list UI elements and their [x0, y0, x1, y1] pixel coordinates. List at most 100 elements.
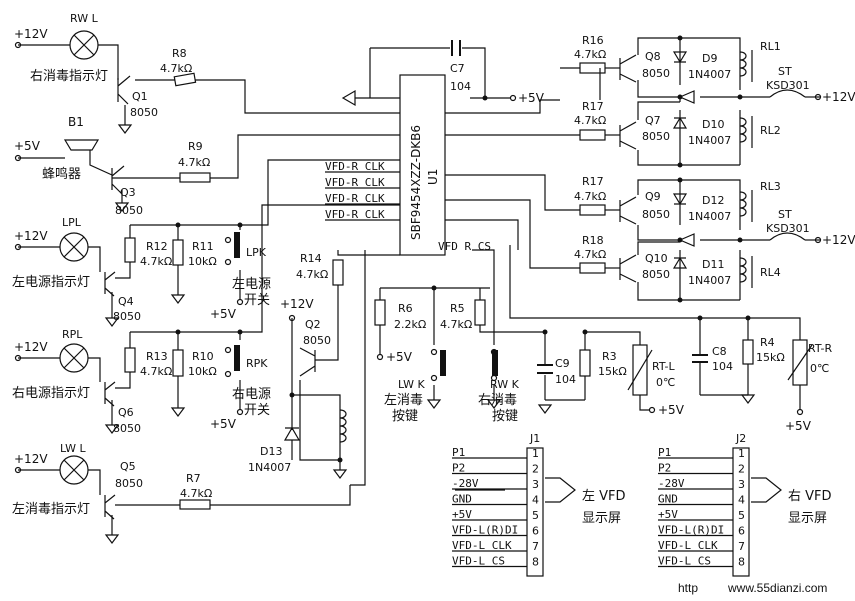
- svg-text:LW L: LW L: [60, 442, 86, 455]
- svg-text:0℃: 0℃: [810, 362, 829, 375]
- svg-text:ST: ST: [778, 208, 792, 221]
- svg-text:8050: 8050: [115, 477, 143, 490]
- svg-text:RW L: RW L: [70, 12, 99, 25]
- svg-text:http: http: [678, 581, 698, 595]
- pin-number: 7: [738, 540, 745, 553]
- svg-text:右消毒指示灯: 右消毒指示灯: [30, 69, 108, 84]
- svg-text:左电源指示灯: 左电源指示灯: [12, 275, 90, 290]
- capacitor-c7: C7 104: [450, 40, 471, 93]
- supply-label: +5V: [210, 307, 237, 321]
- svg-text:4.7kΩ: 4.7kΩ: [574, 48, 606, 61]
- svg-text:LW K: LW K: [398, 378, 425, 391]
- buzzer-b1: B1 蜂鸣器: [42, 115, 100, 182]
- pin-number: 6: [738, 525, 745, 538]
- lamp-rw: RW L 右消毒指示灯: [30, 12, 108, 84]
- ic-pin-label: VFD-R CLK: [325, 208, 385, 221]
- wiring: [18, 37, 820, 535]
- svg-text:Q9: Q9: [645, 190, 661, 203]
- pin-number: 4: [738, 494, 745, 507]
- svg-text:C8: C8: [712, 345, 727, 358]
- capacitor-symbols: [537, 354, 708, 374]
- svg-text:左消毒: 左消毒: [384, 393, 423, 408]
- svg-text:D13: D13: [260, 445, 282, 458]
- svg-text:8050: 8050: [115, 204, 143, 217]
- svg-text:显示屏: 显示屏: [582, 511, 621, 526]
- supply-terminals: +12V +5V +12V +12V +12V +5V +12V +12V +5…: [14, 27, 855, 474]
- svg-text:J1: J1: [529, 432, 540, 445]
- svg-text:R10: R10: [192, 350, 214, 363]
- switch-labels: LPK 左电源 开关 RPK 右电源 开关 LW K 左消毒 按键 RW K 右…: [232, 246, 520, 424]
- supply-label: +5V: [658, 403, 685, 417]
- svg-text:右电源: 右电源: [232, 387, 271, 402]
- svg-text:15kΩ: 15kΩ: [598, 365, 627, 378]
- thermistor-labels: RT-L 0℃ RT-R 0℃: [652, 342, 833, 389]
- svg-text:RW K: RW K: [490, 378, 520, 391]
- svg-text:R17: R17: [582, 175, 604, 188]
- diode-labels: D13 1N4007 D9 1N4007 D10 1N4007 D12 1N40…: [248, 52, 731, 474]
- svg-text:4.7kΩ: 4.7kΩ: [178, 156, 210, 169]
- svg-text:按键: 按键: [392, 409, 418, 424]
- pin-number: 5: [532, 509, 539, 522]
- svg-text:R17: R17: [582, 100, 604, 113]
- svg-text:RL2: RL2: [760, 124, 781, 137]
- pin-number: 3: [532, 478, 539, 491]
- pin-label: P2: [658, 462, 671, 475]
- ic-pin-label: VFD-R CLK: [325, 160, 385, 173]
- pin-label: +5V: [658, 508, 678, 521]
- svg-text:B1: B1: [68, 115, 84, 129]
- supply-label: +5V: [386, 350, 413, 364]
- svg-text:Q2: Q2: [305, 318, 321, 331]
- svg-text:4.7kΩ: 4.7kΩ: [574, 190, 606, 203]
- svg-text:Q7: Q7: [645, 114, 661, 127]
- cap-labels: C9 104 C8 104: [555, 345, 733, 386]
- svg-text:Q10: Q10: [645, 252, 668, 265]
- svg-text:R11: R11: [192, 240, 214, 253]
- svg-text:RT-R: RT-R: [808, 342, 833, 355]
- svg-text:RPK: RPK: [246, 357, 268, 370]
- svg-text:D11: D11: [702, 258, 724, 271]
- pin-number: 1: [738, 447, 745, 460]
- svg-text:按键: 按键: [492, 409, 518, 424]
- svg-text:4.7kΩ: 4.7kΩ: [574, 114, 606, 127]
- svg-text:ST: ST: [778, 65, 792, 78]
- svg-text:RL1: RL1: [760, 40, 781, 53]
- svg-text:LPK: LPK: [246, 246, 267, 259]
- lamp-lpl: LPL 左电源指示灯: [12, 216, 90, 290]
- pin-label: VFD-L CS: [658, 555, 711, 568]
- supply-label: +12V: [280, 297, 314, 311]
- svg-text:右消毒: 右消毒: [478, 393, 517, 408]
- thermistor-symbols: [627, 339, 813, 396]
- svg-text:104: 104: [450, 80, 471, 93]
- svg-text:8050: 8050: [642, 208, 670, 221]
- svg-text:LPL: LPL: [62, 216, 82, 229]
- pin-number: 3: [738, 478, 745, 491]
- svg-text:右电源指示灯: 右电源指示灯: [12, 386, 90, 401]
- svg-text:1N4007: 1N4007: [688, 134, 731, 147]
- pin-label: VFD-L CLK: [452, 539, 512, 552]
- watermark: http www.55dianzi.com: [678, 581, 827, 595]
- svg-text:R12: R12: [146, 240, 168, 253]
- resistor-bodies: [124, 62, 754, 510]
- svg-text:10kΩ: 10kΩ: [188, 365, 217, 378]
- svg-text:8050: 8050: [642, 130, 670, 143]
- svg-text:右 VFD: 右 VFD: [788, 489, 832, 504]
- svg-text:Q5: Q5: [120, 460, 136, 473]
- svg-text:4.7kΩ: 4.7kΩ: [440, 318, 472, 331]
- pin-number: 4: [532, 494, 539, 507]
- svg-text:RPL: RPL: [62, 328, 83, 341]
- svg-text:Q4: Q4: [118, 295, 134, 308]
- svg-text:开关: 开关: [244, 293, 270, 308]
- relay-coils: [339, 50, 806, 443]
- svg-text:1N4007: 1N4007: [688, 274, 731, 287]
- svg-text:0℃: 0℃: [656, 376, 675, 389]
- svg-text:8050: 8050: [642, 67, 670, 80]
- svg-text:左 VFD: 左 VFD: [582, 489, 626, 504]
- svg-text:10kΩ: 10kΩ: [188, 255, 217, 268]
- supply-label: +12V: [14, 229, 48, 243]
- svg-text:J2: J2: [735, 432, 746, 445]
- svg-text:C7: C7: [450, 62, 465, 75]
